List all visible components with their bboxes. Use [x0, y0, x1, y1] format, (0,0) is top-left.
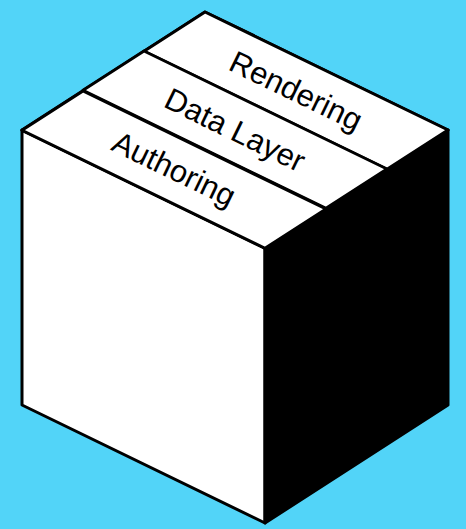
- cube-top-face: [22, 12, 448, 248]
- band-shape: [22, 91, 326, 248]
- layer-band: Authoring: [19, 88, 329, 251]
